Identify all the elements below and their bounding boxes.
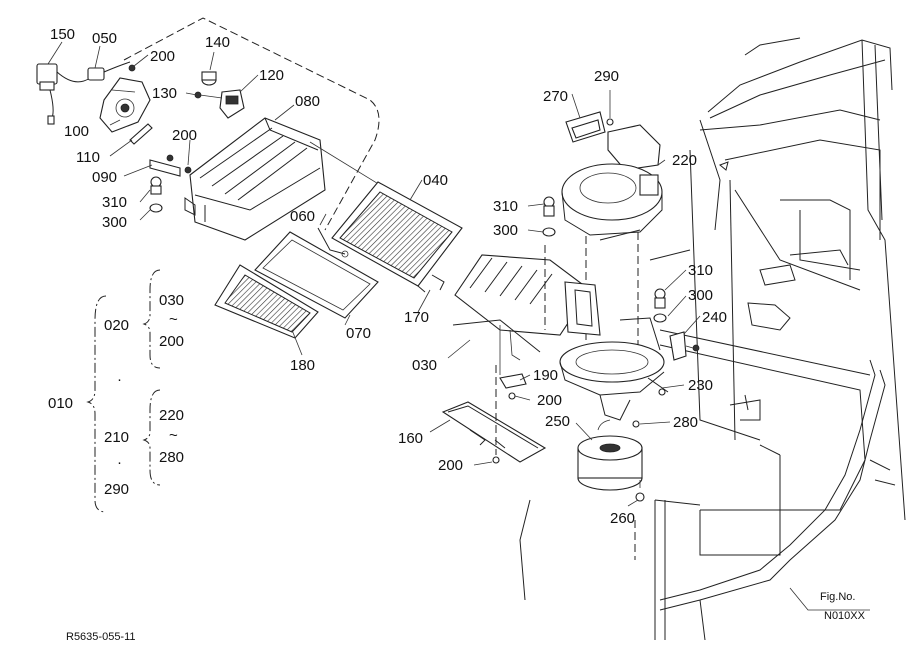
callout-220: 220 [672, 152, 697, 169]
callout-300: 300 [493, 222, 518, 239]
callout-030: 030 [412, 357, 437, 374]
module-boundary [123, 17, 380, 231]
legend-020: 020 [104, 317, 129, 334]
actuator-assembly [36, 61, 245, 213]
callout-040: 040 [423, 172, 448, 189]
filter-cover [441, 401, 547, 463]
callout-060: 060 [290, 208, 315, 225]
leader-lines [47, 41, 870, 611]
callout-310: 310 [102, 194, 127, 211]
air-filter-070 [254, 231, 379, 319]
callout-260: 260 [610, 510, 635, 527]
callout-200: 200 [537, 392, 562, 409]
drawing-code: R5635-055-11 [66, 631, 136, 643]
callout-280: 280 [673, 414, 698, 431]
callout-300: 300 [102, 214, 127, 231]
fig-number: N010XX [824, 610, 866, 622]
evaporator [317, 181, 463, 293]
legend-dot-b: · [117, 454, 122, 471]
callout-110: 110 [76, 149, 100, 166]
callout-230: 230 [688, 377, 713, 394]
callout-160: 160 [398, 430, 423, 447]
air-filter-180 [214, 264, 319, 339]
legend-brackets [86, 269, 161, 513]
fig-caption: Fig.No. [820, 591, 855, 603]
legend-tilde-a: ~ [169, 311, 178, 328]
legend-tilde-b: ~ [169, 427, 178, 444]
callout-090: 090 [92, 169, 117, 186]
legend-280: 280 [159, 449, 184, 466]
callout-150: 150 [50, 26, 75, 43]
legend-dot-a: · [117, 371, 122, 388]
callout-200: 200 [150, 48, 175, 65]
blower-case-assembly [542, 108, 663, 345]
callout-120: 120 [259, 67, 284, 84]
callout-100: 100 [64, 123, 89, 140]
legend-200: 200 [159, 333, 184, 350]
callout-200: 200 [172, 127, 197, 144]
callout-240: 240 [702, 309, 727, 326]
blower-motor [577, 419, 643, 491]
callout-180: 180 [290, 357, 315, 374]
callout-310: 310 [688, 262, 713, 279]
callout-170: 170 [404, 309, 429, 326]
figure-reference: Fig.No. N010XX R5635-055-11 [66, 591, 866, 643]
callout-290: 290 [594, 68, 619, 85]
duct-030 [452, 245, 601, 361]
callout-270: 270 [543, 88, 568, 105]
callout-140: 140 [205, 34, 230, 51]
callout-080: 080 [295, 93, 320, 110]
heater-core-assembly [184, 117, 386, 241]
callout-200: 200 [438, 457, 463, 474]
callout-190: 190 [533, 367, 558, 384]
legend-030: 030 [159, 292, 184, 309]
callout-labels: 150 050 200 140 120 130 080 100 200 110 … [50, 26, 727, 527]
legend-210: 210 [104, 429, 129, 446]
legend: 010 020 030 ~ 200 · 210 · 290 220 ~ 280 [48, 292, 184, 498]
callout-310: 310 [493, 198, 518, 215]
callout-300: 300 [688, 287, 713, 304]
fasteners [492, 288, 700, 560]
callout-130: 130 [152, 85, 177, 102]
scroll-housing [559, 317, 669, 421]
legend-010: 010 [48, 395, 73, 412]
callout-050: 050 [92, 30, 117, 47]
legend-220: 220 [159, 407, 184, 424]
legend-290: 290 [104, 481, 129, 498]
cab-frame [519, 37, 906, 641]
callout-250: 250 [545, 413, 570, 430]
callout-070: 070 [346, 325, 371, 342]
